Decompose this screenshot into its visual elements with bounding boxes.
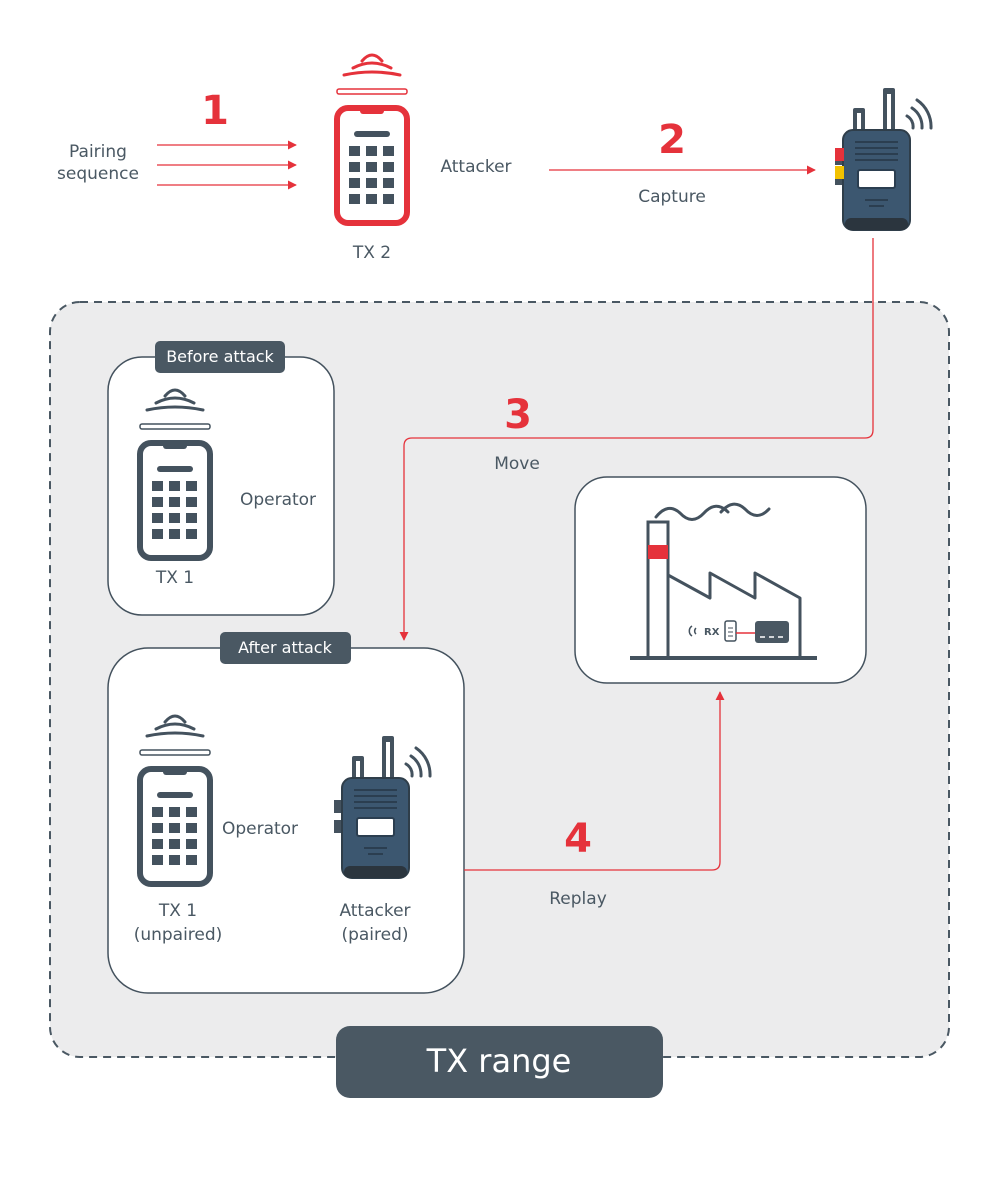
- step-3-label: Move: [494, 454, 540, 474]
- step-2-label: Capture: [638, 187, 706, 207]
- pairing-label-line2: sequence: [57, 164, 139, 184]
- after-attack-tab: [220, 632, 351, 664]
- after-tx1-label-line1: TX 1: [158, 901, 197, 921]
- remote-control-icon: [337, 55, 407, 223]
- tx-range-label: TX range: [426, 1042, 572, 1080]
- tx2-label: TX 2: [352, 243, 391, 263]
- rx-label: RX: [704, 627, 720, 638]
- step-2-number: 2: [658, 117, 686, 163]
- step-3-number: 3: [504, 392, 532, 438]
- before-attack-tab: [155, 341, 285, 373]
- before-operator-label: Operator: [240, 490, 316, 510]
- attacker-label-top: Attacker: [440, 157, 511, 177]
- after-operator-label: Operator: [222, 819, 298, 839]
- walkie-talkie-icon: [833, 86, 933, 232]
- move-arrow: [399, 238, 874, 641]
- after-attacker-label-line1: Attacker: [339, 901, 410, 921]
- tx-range-badge: [336, 1026, 663, 1098]
- after-attack-tab-text: After attack: [238, 638, 332, 657]
- step-4-label: Replay: [549, 889, 607, 909]
- after-tx1-label-line2: (unpaired): [134, 925, 223, 945]
- factory-icon: RX: [630, 502, 817, 660]
- pairing-label-line1: Pairing: [69, 142, 127, 162]
- step-1-number: 1: [201, 88, 229, 134]
- after-attacker-label-line2: (paired): [341, 925, 408, 945]
- replay-arrow: [464, 691, 725, 871]
- step-4-number: 4: [564, 816, 592, 862]
- before-attack-tab-text: Before attack: [166, 347, 274, 366]
- before-tx1-label: TX 1: [155, 568, 194, 588]
- pairing-arrows: [157, 140, 297, 190]
